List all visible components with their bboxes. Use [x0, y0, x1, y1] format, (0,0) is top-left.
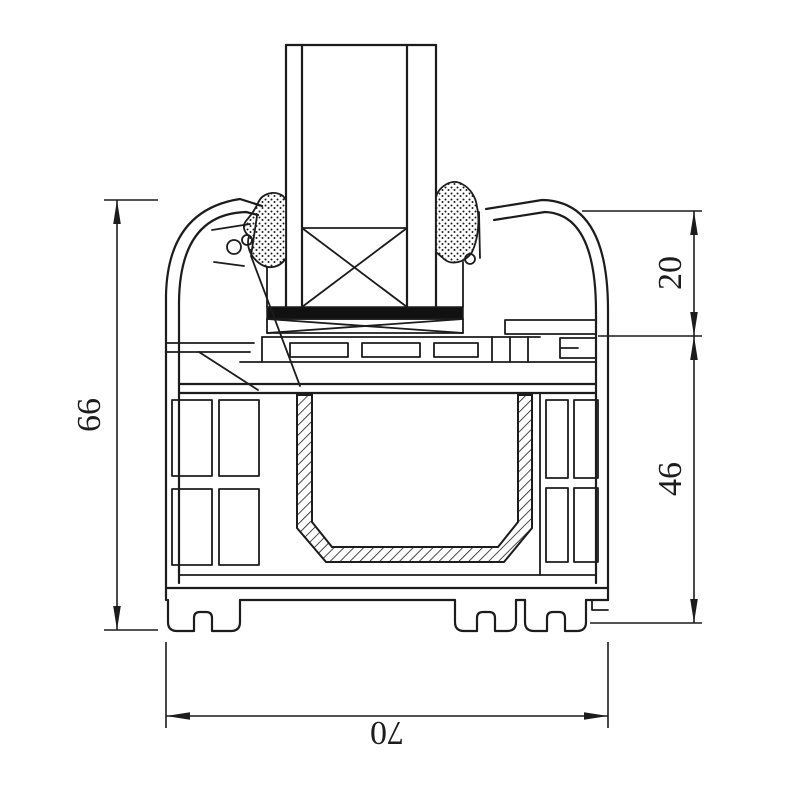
arrowhead: [113, 200, 121, 224]
main-web: [178, 382, 598, 395]
foot-left: [166, 598, 242, 633]
glass-unit: [266, 43, 464, 334]
bridge-band-cross: [266, 318, 464, 334]
extension-lines-left: [104, 199, 158, 631]
foot-right: [523, 598, 588, 633]
gaskets: [241, 181, 480, 269]
arrowhead: [690, 599, 698, 623]
spacer-cross: [301, 227, 408, 308]
bridge-cell-1: [289, 342, 349, 358]
bridge-cell-2: [361, 342, 421, 358]
arrowhead: [690, 211, 698, 235]
left-slope-line: [250, 215, 301, 387]
dimension-right-20-46: 20 46: [582, 210, 702, 624]
arrowhead: [113, 606, 121, 630]
left-gasket-curl: [241, 234, 253, 246]
frame-inner-left: [177, 210, 260, 585]
chamber-left-4: [218, 488, 260, 566]
dimension-left-66: 66: [71, 199, 158, 631]
frame-outer-left: [164, 197, 264, 602]
arrowhead: [584, 712, 608, 720]
right-hook-channel: [504, 319, 597, 335]
frame-profile: [164, 197, 610, 611]
extension-lines-right: [582, 210, 702, 624]
frame-feet: [166, 598, 588, 633]
dimension-label-overall-height: 66: [71, 398, 108, 432]
extension-lines-bottom: [165, 642, 609, 728]
frame-inner-right: [492, 210, 598, 585]
left-web-lines: [165, 342, 255, 353]
right-gasket-channel-wall: [478, 211, 481, 259]
chamber-left-1: [171, 399, 213, 477]
right-hook-rect: [559, 337, 597, 359]
chamber-left-2: [218, 399, 260, 477]
steel-reinforcement-channel: [296, 394, 533, 563]
dimension-label-lower-right: 46: [652, 462, 689, 496]
chamber-right-1: [545, 399, 569, 479]
left-bead-circle: [226, 239, 242, 255]
bridge-cell-3: [433, 342, 479, 358]
bridge-band: [266, 318, 464, 334]
left-bead-groove: [211, 223, 251, 267]
bridge-right-ticks: [491, 336, 529, 363]
chamber-right-4: [573, 487, 599, 563]
dimension-bottom-70: 70: [165, 642, 609, 751]
right-gasket-curl: [464, 253, 476, 265]
chamber-right-2: [573, 399, 599, 479]
chamber-right-3: [545, 487, 569, 563]
chamber-left-3: [171, 488, 213, 566]
glazing-bead-edges: [266, 261, 464, 308]
dimension-label-overall-width: 70: [370, 714, 404, 751]
bottom-right-step: [591, 599, 609, 611]
right-gasket: [435, 181, 480, 264]
dimension-label-upper-right: 20: [652, 256, 689, 290]
foot-middle: [453, 598, 518, 633]
arrowhead: [166, 712, 190, 720]
arrowhead: [690, 312, 698, 336]
frame-outer-right: [484, 198, 610, 602]
setting-block: [266, 306, 464, 320]
arrowhead: [690, 336, 698, 360]
